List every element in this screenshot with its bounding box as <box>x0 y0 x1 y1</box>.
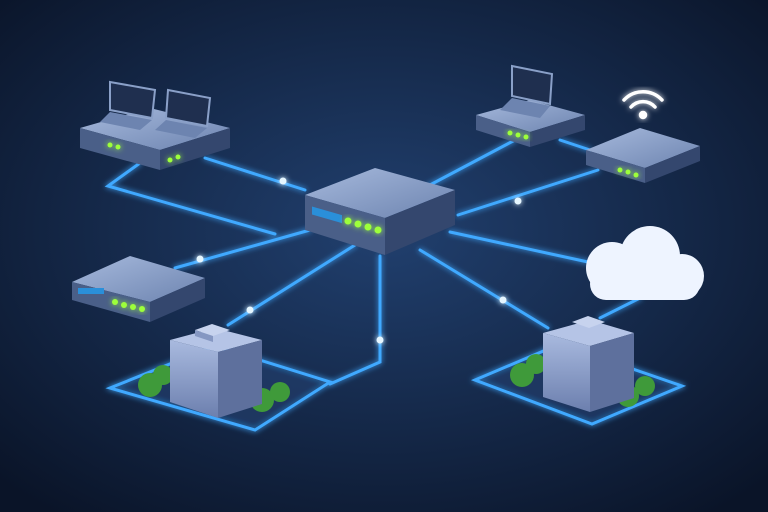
status-led-icon <box>344 217 382 234</box>
link-node <box>376 336 384 344</box>
link-node <box>499 296 507 304</box>
wifi-icon <box>622 90 664 120</box>
link-node <box>279 177 287 185</box>
link-node <box>246 306 254 314</box>
right-building <box>510 316 655 412</box>
link-cloud-building <box>598 296 642 320</box>
left-router <box>72 256 205 322</box>
laptop-icon <box>155 88 212 138</box>
network-links <box>104 138 642 386</box>
right-router <box>586 128 700 183</box>
link-nodes <box>196 177 522 344</box>
top-right-router <box>476 64 585 147</box>
laptop-icon <box>100 80 157 130</box>
link-right-router <box>456 168 600 217</box>
link-node <box>196 255 204 263</box>
link-down <box>328 254 382 386</box>
link-right-router-branch <box>558 138 592 152</box>
link-top-left-branch <box>104 161 277 236</box>
link-top-left-router <box>203 156 307 192</box>
laptop-icon <box>500 64 554 118</box>
link-cloud <box>448 230 590 264</box>
cloud-icon <box>586 226 704 300</box>
central-switch <box>305 168 455 255</box>
link-top-right-router <box>426 138 517 188</box>
link-right-building <box>418 248 550 330</box>
link-left-router <box>173 228 312 270</box>
link-node <box>514 197 522 205</box>
top-left-router <box>80 80 230 170</box>
left-building <box>138 324 290 418</box>
